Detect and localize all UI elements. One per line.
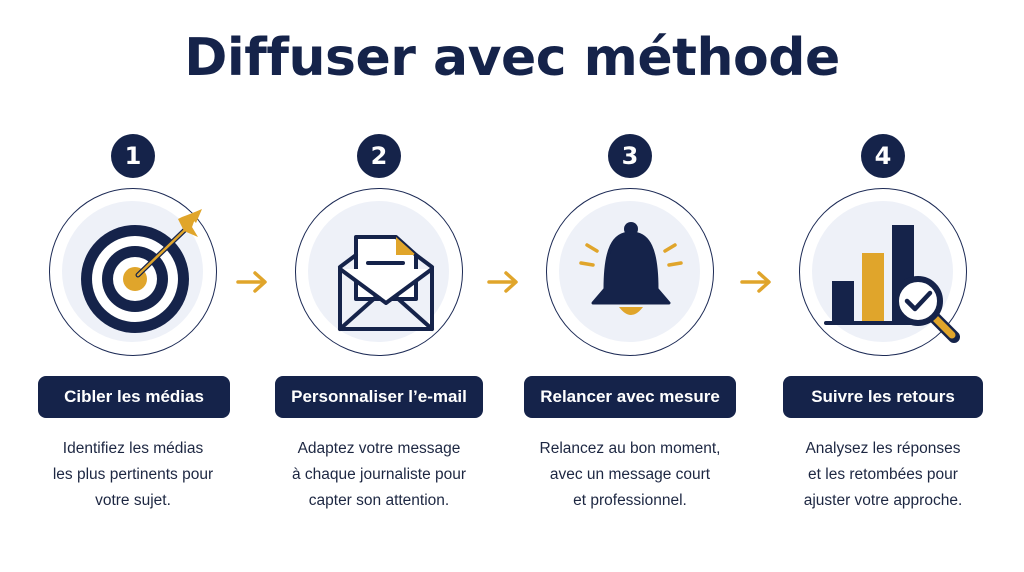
step-4: 4 Suivre les retours Analysez les répons… bbox=[783, 134, 983, 514]
bell-icon bbox=[579, 222, 683, 315]
step-label: Relancer avec mesure bbox=[524, 376, 736, 418]
step-icon-circle bbox=[546, 188, 714, 356]
step-description: Analysez les réponses et les retombées p… bbox=[803, 440, 963, 509]
step-icon-circle bbox=[49, 188, 217, 356]
envelope-letter-icon bbox=[338, 235, 434, 331]
step-1: 1 Cibler les médias Identifiez les média… bbox=[33, 134, 233, 514]
bar-chart-magnifier-icon bbox=[824, 225, 960, 343]
arrow-right-icon bbox=[487, 271, 518, 293]
step-2: 2 Personnaliser l’e-mail Adaptez votre m… bbox=[275, 134, 483, 514]
step-description: Adaptez votre message à chaque journalis… bbox=[291, 440, 467, 509]
step-description: Identifiez les médias les plus pertinent… bbox=[52, 440, 214, 509]
step-icon-circle bbox=[295, 188, 463, 356]
page-title: Diffuser avec méthode bbox=[184, 28, 840, 88]
arrow-right-icon bbox=[236, 271, 267, 293]
step-3: 3 Relancer avec mesure Relancez au bon m… bbox=[524, 134, 736, 514]
step-number-badge: 4 bbox=[861, 134, 905, 178]
step-number-badge: 3 bbox=[608, 134, 652, 178]
arrow-right-icon bbox=[740, 271, 771, 293]
step-number-badge: 2 bbox=[357, 134, 401, 178]
step-description: Relancez au bon moment, avec un message … bbox=[539, 440, 721, 509]
step-label: Suivre les retours bbox=[783, 376, 983, 418]
step-label: Cibler les médias bbox=[38, 376, 230, 418]
step-number-badge: 1 bbox=[111, 134, 155, 178]
step-label: Personnaliser l’e-mail bbox=[275, 376, 483, 418]
step-icon-circle bbox=[799, 188, 967, 356]
target-arrow-icon bbox=[81, 209, 202, 333]
